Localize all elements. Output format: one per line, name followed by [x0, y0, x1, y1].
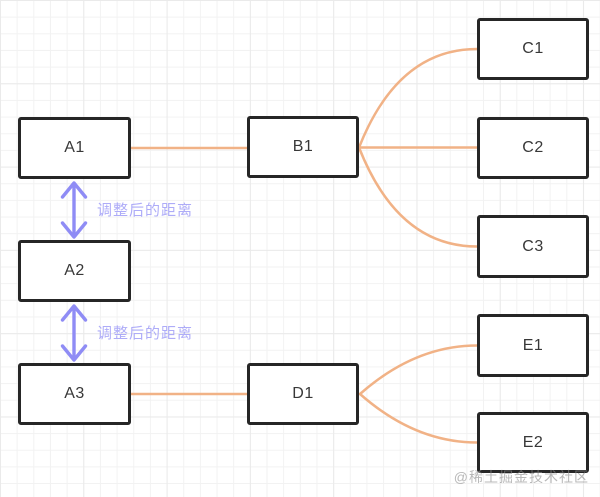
distance-arrow-2	[60, 304, 88, 362]
node-e1: E1	[477, 314, 589, 377]
node-b1-label: B1	[292, 138, 314, 155]
distance-arrow-2-head-down	[60, 344, 88, 362]
node-e1-label: E1	[522, 336, 544, 354]
node-a2: A2	[18, 240, 131, 302]
node-c3-label: C3	[522, 237, 544, 255]
node-c1: C1	[477, 18, 589, 80]
edge-d1-e1	[358, 344, 479, 396]
node-e2-label: E2	[522, 433, 544, 451]
node-d1-label: D1	[292, 385, 314, 402]
node-b1: B1	[247, 116, 359, 178]
edge-b1-c1	[357, 47, 479, 149]
node-a1: A1	[18, 117, 131, 179]
node-e2: E2	[477, 412, 589, 473]
node-a1-label: A1	[64, 139, 85, 156]
distance-arrow-1	[60, 181, 88, 239]
distance-annotation-2: 调整后的距离	[97, 325, 194, 342]
distance-arrow-1-head-down	[60, 221, 88, 239]
node-d1: D1	[247, 363, 359, 425]
distance-arrow-1-head-up	[60, 181, 88, 199]
distance-arrow-2-head-up	[60, 304, 88, 322]
watermark-text: @稀土掘金技术社区	[453, 469, 589, 485]
node-a2-label: A2	[64, 262, 85, 279]
node-c1-label: C1	[522, 40, 544, 57]
node-c2: C2	[477, 117, 589, 179]
node-a3-label: A3	[64, 385, 85, 402]
node-a3: A3	[18, 363, 131, 425]
distance-annotation-1: 调整后的距离	[97, 202, 194, 219]
node-c2-label: C2	[522, 139, 544, 156]
node-c3: C3	[477, 215, 589, 278]
edge-d1-e2	[358, 392, 479, 444]
edge-b1-c3	[357, 146, 479, 248]
